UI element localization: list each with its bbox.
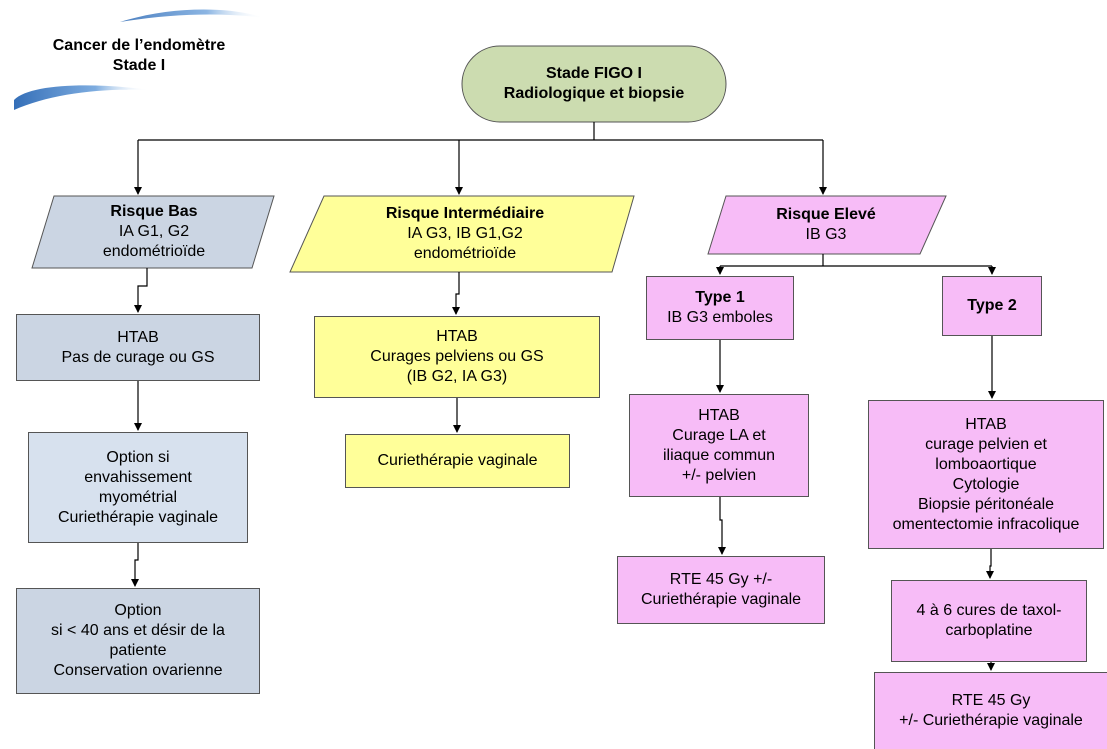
intermediate-risk-grade: IA G3, IB G1,G2: [407, 225, 523, 242]
low-risk-node: Risque Bas IA G1, G2 endométrioïde: [44, 196, 264, 268]
text-line: (IB G2, IA G3): [406, 368, 508, 385]
high-risk-shape: [707, 195, 947, 255]
text-line: Curages pelviens ou GS: [370, 348, 544, 365]
text-line: Pas de curage ou GS: [61, 348, 215, 366]
low-risk-histology: endométrioïde: [102, 243, 206, 260]
text-line: HTAB: [965, 415, 1007, 433]
type2-node: Type 2: [942, 276, 1042, 336]
intermediate-risk-followup: Curiethérapie vaginale: [345, 434, 570, 488]
intermediate-risk-shape: [289, 195, 635, 273]
intermediate-risk-treatment: HTAB Curages pelviens ou GS (IB G2, IA G…: [314, 316, 600, 398]
text-line: iliaque commun: [662, 446, 776, 464]
root-title: Stade FIGO I: [545, 65, 642, 82]
text-line: Curiethérapie vaginale: [57, 508, 219, 526]
type2-chemotherapy: 4 à 6 cures de taxol- carboplatine: [891, 580, 1087, 662]
type2-followup: RTE 45 Gy +/- Curiethérapie vaginale: [874, 672, 1107, 749]
text-line: omentectomie infracolique: [892, 515, 1080, 533]
low-risk-option-myometrial: Option si envahissement myométrial Curie…: [28, 432, 248, 543]
text-line: 4 à 6 cures de taxol-: [916, 602, 1062, 619]
type1-node: Type 1 IB G3 emboles: [646, 276, 794, 340]
text-line: HTAB: [436, 328, 478, 345]
low-risk-shape: [31, 195, 275, 269]
text-line: RTE 45 Gy: [951, 692, 1031, 709]
text-line: Cytologie: [952, 475, 1020, 493]
type2-treatment: HTAB curage pelvien et lomboaortique Cyt…: [868, 400, 1104, 549]
type1-subtitle: IB G3 emboles: [667, 309, 773, 326]
high-risk-title: Risque Elevé: [776, 206, 876, 223]
text-line: carboplatine: [945, 622, 1033, 639]
intermediate-risk-node: Risque Intermédiaire IA G3, IB G1,G2 end…: [310, 196, 620, 272]
text-line: si < 40 ans et désir de la: [51, 622, 225, 639]
text-line: Option si: [106, 448, 170, 466]
text-line: patiente: [109, 642, 167, 659]
diagram-header: Cancer de l’endomètre Stade I: [14, 36, 264, 76]
text-line: RTE 45 Gy +/-: [669, 571, 773, 588]
low-risk-treatment: HTAB Pas de curage ou GS: [16, 314, 260, 381]
text-line: lomboaortique: [935, 455, 1037, 473]
intermediate-risk-histology: endométrioïde: [413, 245, 517, 262]
text-line: +/- pelvien: [681, 466, 757, 484]
text-line: +/- Curiethérapie vaginale: [899, 712, 1083, 729]
text-line: envahissement: [84, 468, 192, 486]
text-line: Curiethérapie vaginale: [377, 452, 538, 469]
text-line: HTAB: [698, 406, 740, 424]
header-subtitle: Stade I: [112, 57, 166, 74]
header-title: Cancer de l’endomètre: [52, 37, 226, 54]
text-line: Option: [114, 602, 162, 619]
text-line: curage pelvien et: [925, 435, 1047, 453]
high-risk-node: Risque Elevé IB G3: [716, 196, 936, 254]
low-risk-grade: IA G1, G2: [118, 223, 190, 240]
text-line: myométrial: [98, 488, 178, 506]
high-risk-grade: IB G3: [805, 226, 847, 243]
type1-treatment: HTAB Curage LA et iliaque commun +/- pel…: [629, 394, 809, 497]
type1-followup: RTE 45 Gy +/- Curiethérapie vaginale: [617, 556, 825, 624]
low-risk-title: Risque Bas: [110, 203, 198, 220]
text-line: Conservation ovarienne: [53, 662, 223, 679]
intermediate-risk-title: Risque Intermédiaire: [385, 205, 545, 222]
low-risk-option-ovarian: Option si < 40 ans et désir de la patien…: [16, 588, 260, 694]
text-line: Curiethérapie vaginale: [640, 591, 802, 608]
logo-swoosh: [14, 9, 265, 110]
root-subtitle: Radiologique et biopsie: [503, 85, 685, 102]
type2-title: Type 2: [967, 297, 1017, 314]
text-line: HTAB: [117, 328, 159, 346]
root-node: Stade FIGO I Radiologique et biopsie: [462, 46, 726, 122]
text-line: Biopsie péritonéale: [917, 495, 1055, 513]
type1-title: Type 1: [695, 289, 745, 306]
text-line: Curage LA et: [672, 426, 766, 444]
